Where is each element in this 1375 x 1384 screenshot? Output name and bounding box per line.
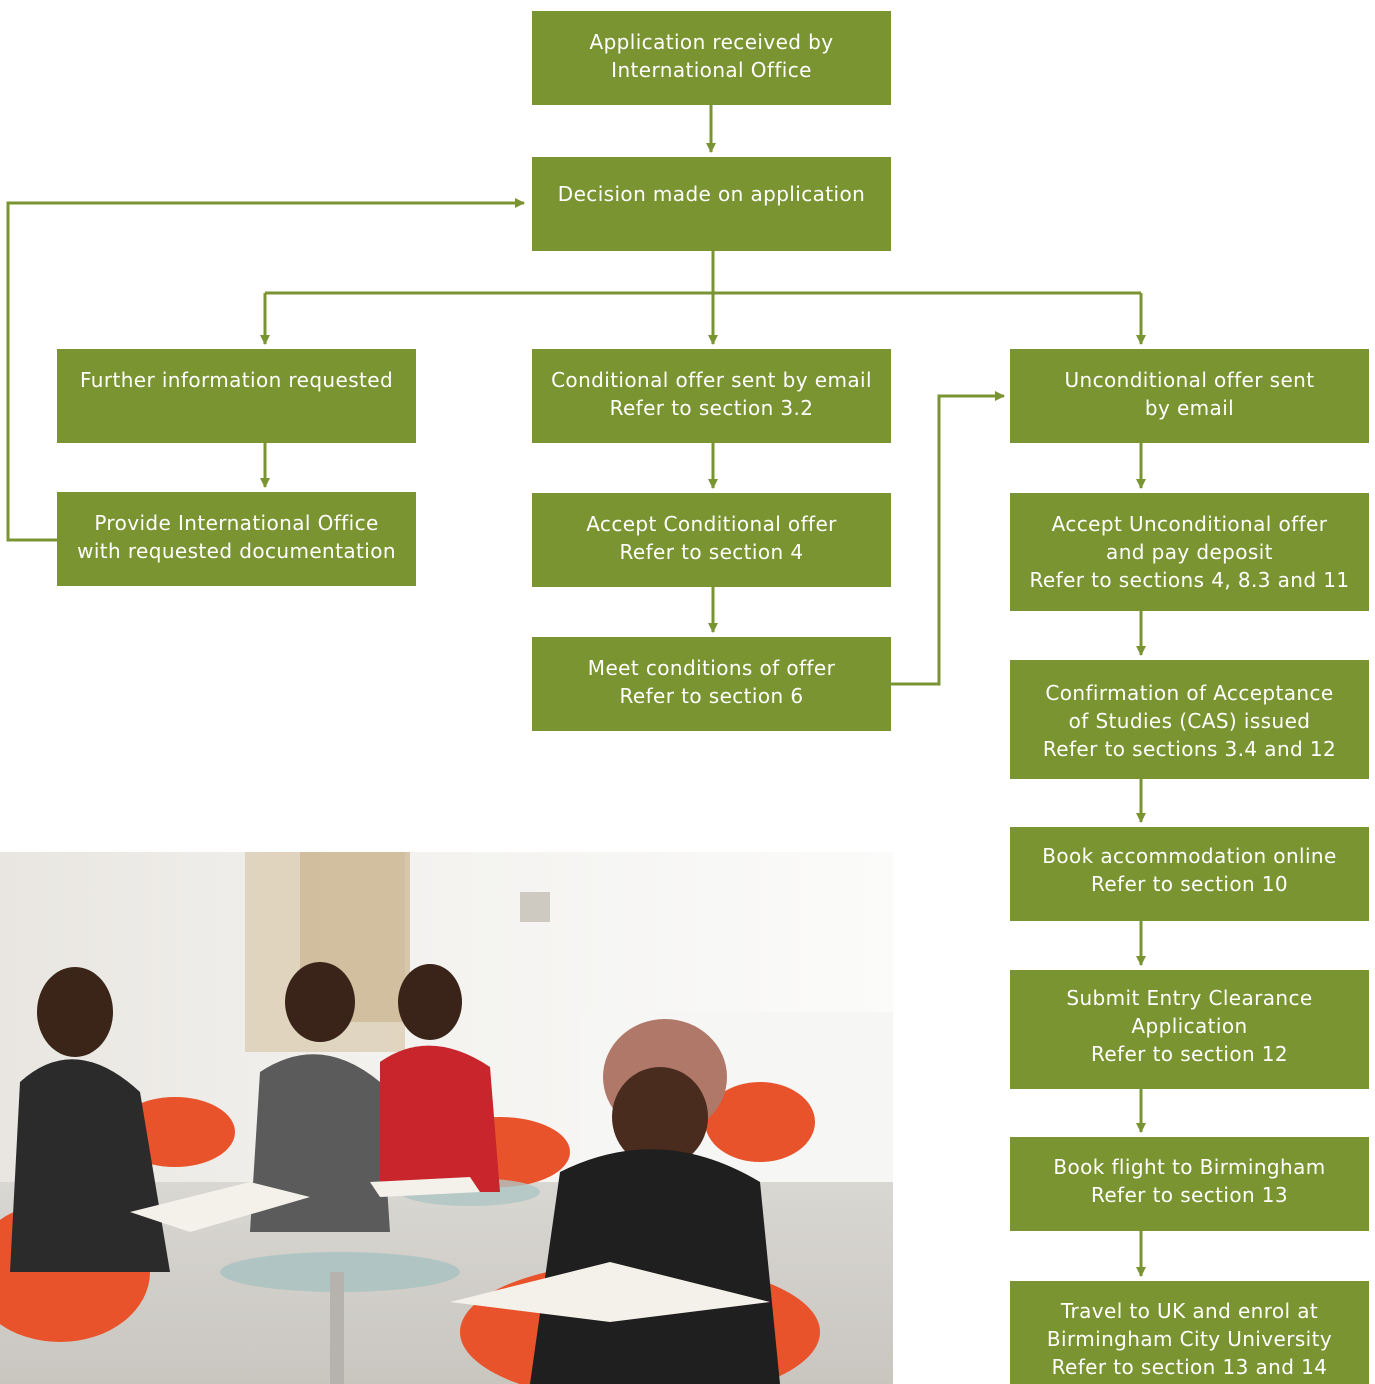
box-entry-clearance: Submit Entry Clearance Application Refer…	[1010, 970, 1369, 1089]
box-line: Meet conditions of offer	[587, 656, 836, 680]
box-line: Conditional offer sent by email	[551, 368, 872, 392]
arrow-provide-back-to-decision	[6, 198, 525, 542]
box-meet-conditions: Meet conditions of offer Refer to sectio…	[532, 637, 891, 731]
box-line: Accept Conditional offer	[586, 512, 837, 536]
box-line: Travel to UK and enrol at	[1060, 1299, 1319, 1323]
box-line: Application received by	[589, 30, 834, 54]
box-cas-issued: Confirmation of Acceptance of Studies (C…	[1010, 660, 1369, 779]
box-line: Refer to section 10	[1090, 872, 1289, 896]
box-line: and pay deposit	[1106, 540, 1273, 564]
box-accept-unconditional: Accept Unconditional offer and pay depos…	[1010, 493, 1369, 611]
box-provide-documentation: Provide International Office with reques…	[57, 492, 416, 586]
box-line: International Office	[611, 58, 812, 82]
box-accept-conditional: Accept Conditional offer Refer to sectio…	[532, 493, 891, 587]
box-further-information: Further information requested	[57, 349, 416, 443]
box-conditional-offer: Conditional offer sent by email Refer to…	[532, 349, 891, 443]
students-photo	[0, 852, 893, 1384]
box-line: Further information requested	[79, 368, 394, 392]
box-line: Accept Unconditional offer	[1051, 512, 1328, 536]
box-line: Unconditional offer sent	[1064, 368, 1315, 392]
box-line: Refer to section 12	[1090, 1042, 1289, 1066]
arrow-meet-to-unconditional	[891, 391, 1005, 686]
box-decision-made: Decision made on application	[532, 157, 891, 251]
students-photo-illustration	[0, 852, 893, 1384]
box-line: Decision made on application	[557, 182, 866, 206]
box-travel-enrol: Travel to UK and enrol at Birmingham Cit…	[1010, 1281, 1369, 1384]
box-line: Refer to section 13	[1090, 1183, 1289, 1207]
box-line: Refer to section 6	[619, 684, 804, 708]
box-book-accommodation: Book accommodation online Refer to secti…	[1010, 827, 1369, 921]
box-line: Provide International Office	[94, 511, 379, 535]
box-line: Refer to sections 3.4 and 12	[1042, 737, 1337, 761]
box-line: Confirmation of Acceptance	[1045, 681, 1334, 705]
box-line: with requested documentation	[77, 539, 396, 563]
box-application-received: Application received by International Of…	[532, 11, 891, 105]
box-unconditional-offer: Unconditional offer sent by email	[1010, 349, 1369, 443]
box-line: Refer to sections 4, 8.3 and 11	[1029, 568, 1350, 592]
box-line: Submit Entry Clearance	[1066, 986, 1313, 1010]
box-line: Book flight to Birmingham	[1053, 1155, 1326, 1179]
box-line: Refer to section 13 and 14	[1051, 1355, 1328, 1379]
box-line: Birmingham City University	[1046, 1327, 1333, 1351]
box-line: Application	[1131, 1014, 1248, 1038]
box-line: Refer to section 4	[619, 540, 804, 564]
box-line: by email	[1144, 396, 1235, 420]
box-book-flight: Book flight to Birmingham Refer to secti…	[1010, 1137, 1369, 1231]
box-line: of Studies (CAS) issued	[1068, 709, 1311, 733]
box-line: Refer to section 3.2	[609, 396, 814, 420]
box-line: Book accommodation online	[1042, 844, 1337, 868]
